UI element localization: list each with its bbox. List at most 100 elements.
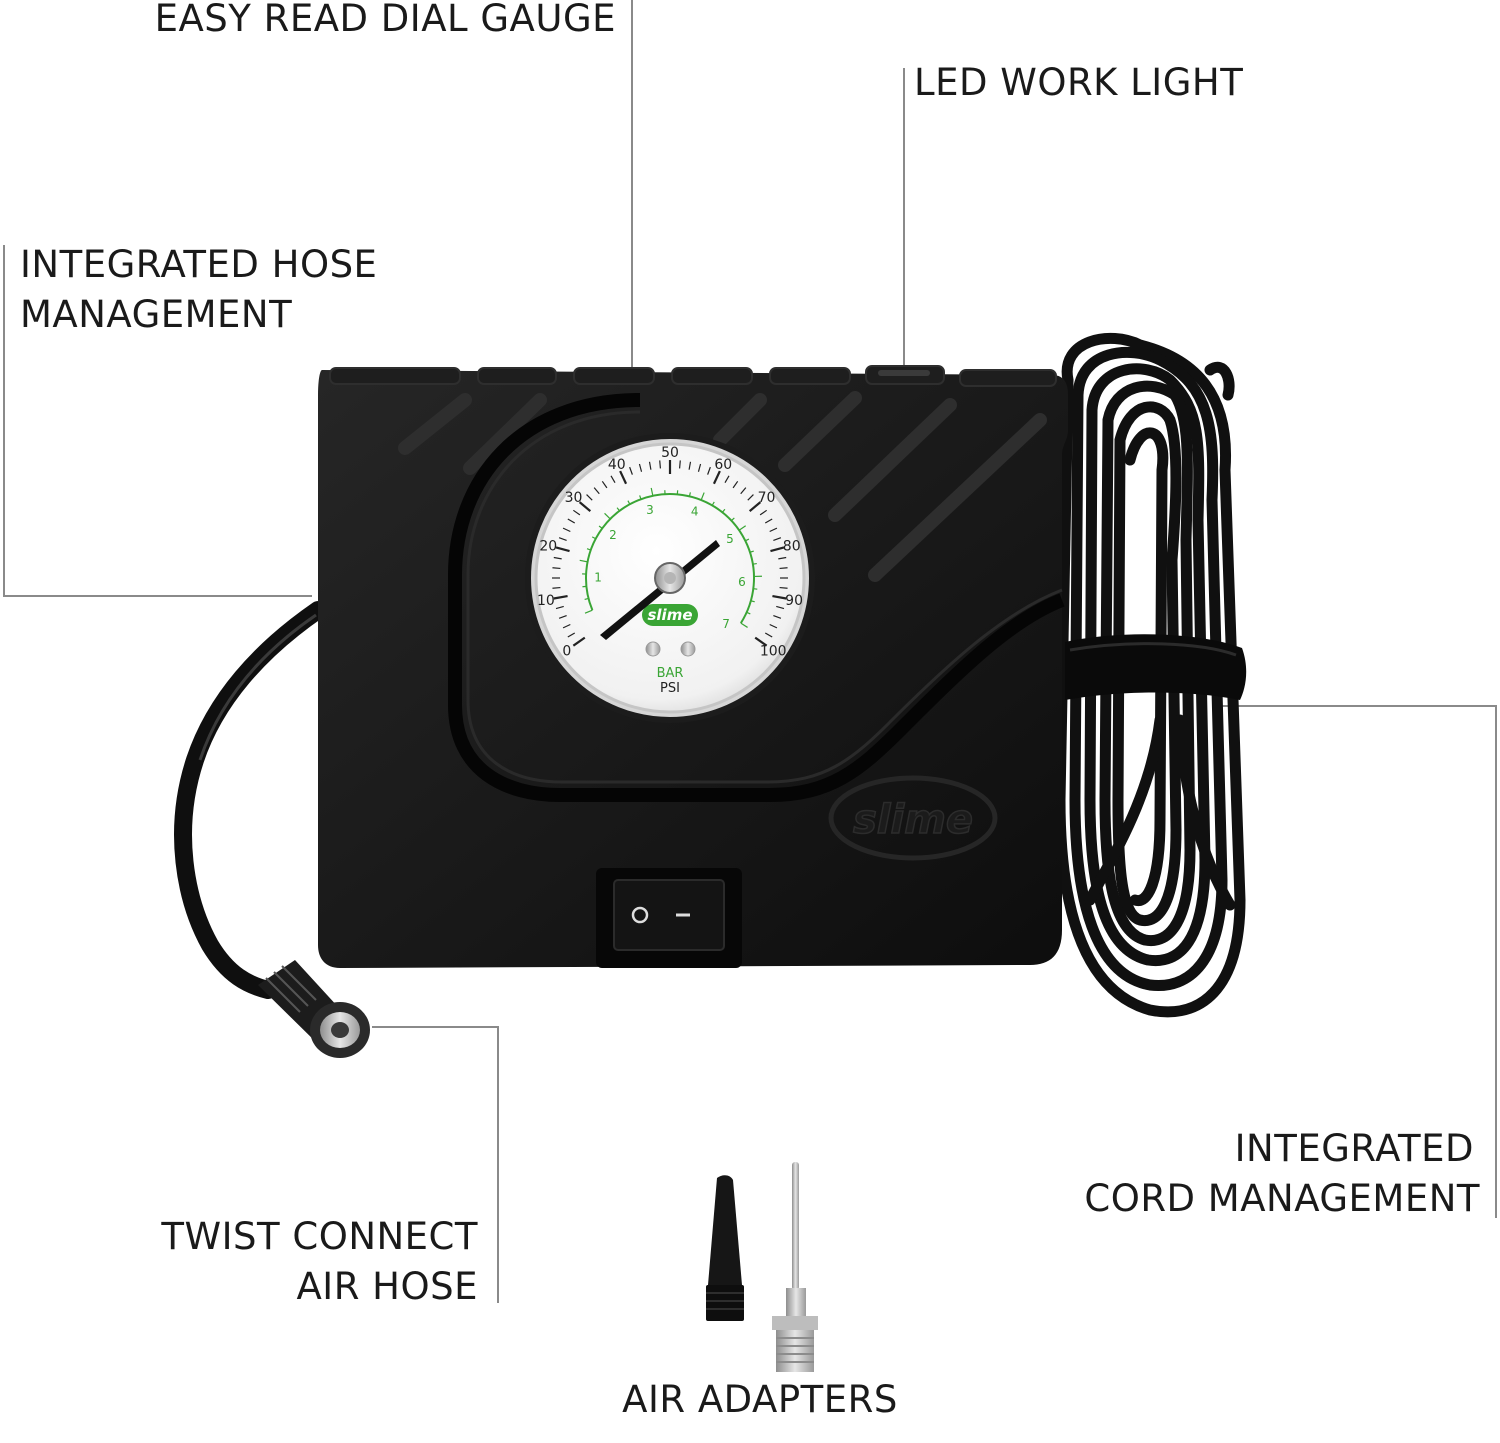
bar-tick xyxy=(711,501,715,506)
bar-label: 3 xyxy=(646,503,654,517)
bar-label: 2 xyxy=(609,528,617,542)
psi-tick xyxy=(779,567,788,570)
bar-tick xyxy=(598,525,603,529)
diagonal-grooves xyxy=(398,391,1047,582)
hose-twist-connector xyxy=(258,960,370,1058)
psi-tick xyxy=(748,501,762,512)
psi-tick xyxy=(629,466,633,475)
psi-tick xyxy=(553,556,562,560)
body-logo: slime xyxy=(828,775,998,861)
psi-tick xyxy=(712,470,721,485)
psi-tick xyxy=(558,537,567,541)
psi-tick xyxy=(678,460,681,469)
psi-label: 100 xyxy=(760,643,787,659)
bar-tick xyxy=(749,550,754,553)
psi-tick xyxy=(586,494,593,501)
needle-inflator-adapter xyxy=(772,1162,818,1372)
psi-tick xyxy=(572,509,581,516)
psi-tick xyxy=(772,594,787,600)
psi-tick xyxy=(747,494,754,501)
bar-tick xyxy=(738,525,747,531)
psi-label: 90 xyxy=(785,593,803,609)
psi-label: 80 xyxy=(783,538,801,554)
label-dial-gauge: EASY READ DIAL GAUGE xyxy=(154,0,616,40)
psi-tick xyxy=(659,460,662,469)
psi-tick xyxy=(572,636,586,647)
power-switch[interactable] xyxy=(596,868,742,968)
cone-nozzle-adapter xyxy=(706,1175,744,1321)
psi-tick xyxy=(648,461,652,470)
label-air-adapters: AIR ADAPTERS xyxy=(622,1378,898,1421)
gauge-unit-psi: PSI xyxy=(660,681,680,696)
line-cord-management xyxy=(1222,705,1497,1218)
psi-tick xyxy=(558,615,567,619)
psi-tick xyxy=(552,586,561,589)
psi-tick xyxy=(769,527,778,533)
psi-label: 0 xyxy=(562,643,571,659)
gauge-brand-text: slime xyxy=(647,606,692,624)
psi-tick xyxy=(697,463,702,472)
psi-tick xyxy=(773,615,782,619)
switch-off-icon xyxy=(631,906,649,924)
bar-tick xyxy=(753,588,758,590)
line-air-hose xyxy=(372,1026,499,1303)
psi-tick xyxy=(567,518,576,524)
bar-tick xyxy=(639,495,642,500)
psi-label: 30 xyxy=(565,490,583,506)
psi-tick xyxy=(688,461,692,470)
line-hose-management xyxy=(3,245,312,597)
psi-tick xyxy=(610,475,616,484)
psi-label: 50 xyxy=(661,445,679,461)
body-logo-text: slime xyxy=(853,797,973,843)
bar-tick xyxy=(746,611,751,615)
psi-tick xyxy=(740,487,747,495)
bar-tick xyxy=(627,500,631,505)
psi-tick xyxy=(769,623,778,629)
psi-tick xyxy=(732,480,739,489)
bar-tick xyxy=(688,492,691,497)
gauge-surround xyxy=(448,393,1065,802)
air-hose xyxy=(174,601,370,1058)
psi-tick xyxy=(779,586,788,589)
bar-tick xyxy=(591,536,597,540)
gauge-needle xyxy=(600,540,720,640)
psi-tick xyxy=(562,527,571,533)
psi-tick xyxy=(724,475,730,484)
power-cord-coil xyxy=(1054,333,1246,1018)
psi-tick xyxy=(638,463,643,472)
psi-tick xyxy=(776,605,785,610)
gauge-unit-bar: BAR xyxy=(657,666,684,681)
psi-tick xyxy=(619,470,628,485)
bar-label: 4 xyxy=(691,504,699,518)
velcro-strap xyxy=(1065,634,1247,700)
bar-tick xyxy=(700,492,705,501)
gauge-brand-badge: slime xyxy=(642,604,698,626)
psi-label: 60 xyxy=(714,457,732,473)
bar-tick xyxy=(650,487,654,496)
bar-tick xyxy=(616,507,620,512)
bar-label: 1 xyxy=(594,570,602,584)
label-hose-management: INTEGRATED HOSE MANAGEMENT xyxy=(20,243,378,336)
air-adapters xyxy=(706,1162,818,1372)
psi-label: 70 xyxy=(758,490,776,506)
label-cord-management: INTEGRATED CORD MANAGEMENT xyxy=(1084,1127,1480,1220)
bar-tick xyxy=(752,562,757,565)
psi-tick xyxy=(578,501,592,512)
label-led-light: LED WORK LIGHT xyxy=(914,61,1244,104)
bar-tick xyxy=(730,517,735,522)
psi-tick xyxy=(773,537,782,541)
psi-tick xyxy=(552,567,561,570)
psi-label: 20 xyxy=(539,538,557,554)
label-air-hose: TWIST CONNECT AIR HOSE xyxy=(161,1215,478,1308)
psi-tick xyxy=(770,546,785,553)
psi-tick xyxy=(553,594,568,600)
psi-tick xyxy=(764,518,773,524)
psi-tick xyxy=(778,556,787,560)
bar-tick xyxy=(579,559,588,563)
psi-tick xyxy=(555,546,570,553)
bar-label: 5 xyxy=(726,532,734,546)
bar-tick xyxy=(584,597,589,601)
